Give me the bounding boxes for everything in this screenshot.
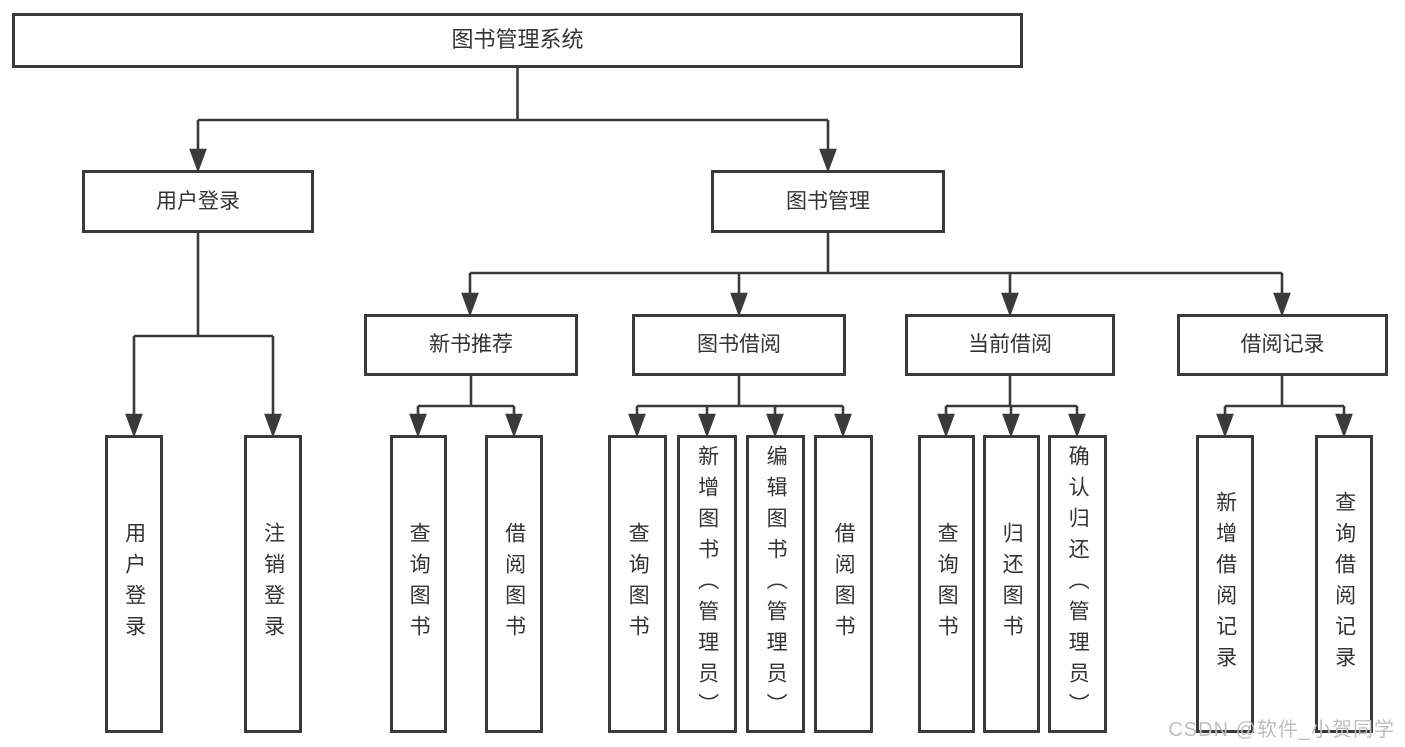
leaf-borrow-books: 借阅图书 <box>814 435 873 733</box>
leaf-add-books-admin: 新增图书（管理员） <box>677 435 737 733</box>
node-book-management: 图书管理 <box>711 170 945 233</box>
node-library-management-system: 图书管理系统 <box>12 13 1023 68</box>
arrowhead-down-icon <box>698 413 716 438</box>
arrowhead-down-icon <box>505 413 523 438</box>
leaf-query-books: 查询图书 <box>390 435 447 733</box>
leaf-query-borrow-record: 查询借阅记录 <box>1315 435 1373 733</box>
node-user-login: 用户登录 <box>82 170 314 233</box>
connector-line <box>132 233 275 417</box>
connector-line <box>944 376 1079 417</box>
leaf-edit-books-admin: 编辑图书（管理员） <box>746 435 805 733</box>
connector-root-to-level2 <box>189 68 837 173</box>
arrowhead-down-icon <box>766 413 784 438</box>
connector-user-login-to-leaves <box>125 233 282 438</box>
connector-new-rec-to-leaves <box>409 376 523 438</box>
leaf-user-login: 用户登录 <box>105 435 163 733</box>
csdn-watermark: CSDN @软件_小贺同学 <box>1168 719 1395 741</box>
node-new-book-recommendation: 新书推荐 <box>364 314 578 376</box>
connector-cur-borrow-to-leaves <box>937 376 1086 438</box>
leaf-query-books: 查询图书 <box>918 435 975 733</box>
arrowhead-down-icon <box>264 413 282 438</box>
arrowhead-down-icon <box>1335 413 1353 438</box>
connector-line <box>468 233 1284 296</box>
leaf-add-borrow-record: 新增借阅记录 <box>1196 435 1254 733</box>
connector-line <box>196 68 830 152</box>
arrowhead-down-icon <box>461 292 479 317</box>
leaf-return-books: 归还图书 <box>983 435 1040 733</box>
arrowhead-down-icon <box>1068 413 1086 438</box>
connector-line <box>1223 376 1346 417</box>
connector-book-mgmt-to-level3 <box>461 233 1291 317</box>
node-borrowing-records: 借阅记录 <box>1177 314 1388 376</box>
arrowhead-down-icon <box>1216 413 1234 438</box>
connector-borrow-record-to-leaves <box>1216 376 1353 438</box>
connector-line <box>635 376 845 417</box>
leaf-query-books: 查询图书 <box>608 435 667 733</box>
arrowhead-down-icon <box>1273 292 1291 317</box>
arrowhead-down-icon <box>189 148 207 173</box>
leaf-logout: 注销登录 <box>244 435 302 733</box>
arrowhead-down-icon <box>409 413 427 438</box>
leaf-borrow-books: 借阅图书 <box>485 435 543 733</box>
arrowhead-down-icon <box>819 148 837 173</box>
node-book-borrowing: 图书借阅 <box>632 314 846 376</box>
arrowhead-down-icon <box>834 413 852 438</box>
node-current-borrowing: 当前借阅 <box>905 314 1115 376</box>
arrowhead-down-icon <box>730 292 748 317</box>
connector-book-borrow-to-leaves <box>628 376 852 438</box>
arrowhead-down-icon <box>937 413 955 438</box>
arrowhead-down-icon <box>125 413 143 438</box>
arrowhead-down-icon <box>628 413 646 438</box>
leaf-confirm-return-admin: 确认归还（管理员） <box>1048 435 1107 733</box>
arrowhead-down-icon <box>1002 413 1020 438</box>
arrowhead-down-icon <box>1001 292 1019 317</box>
connector-line <box>416 376 516 417</box>
